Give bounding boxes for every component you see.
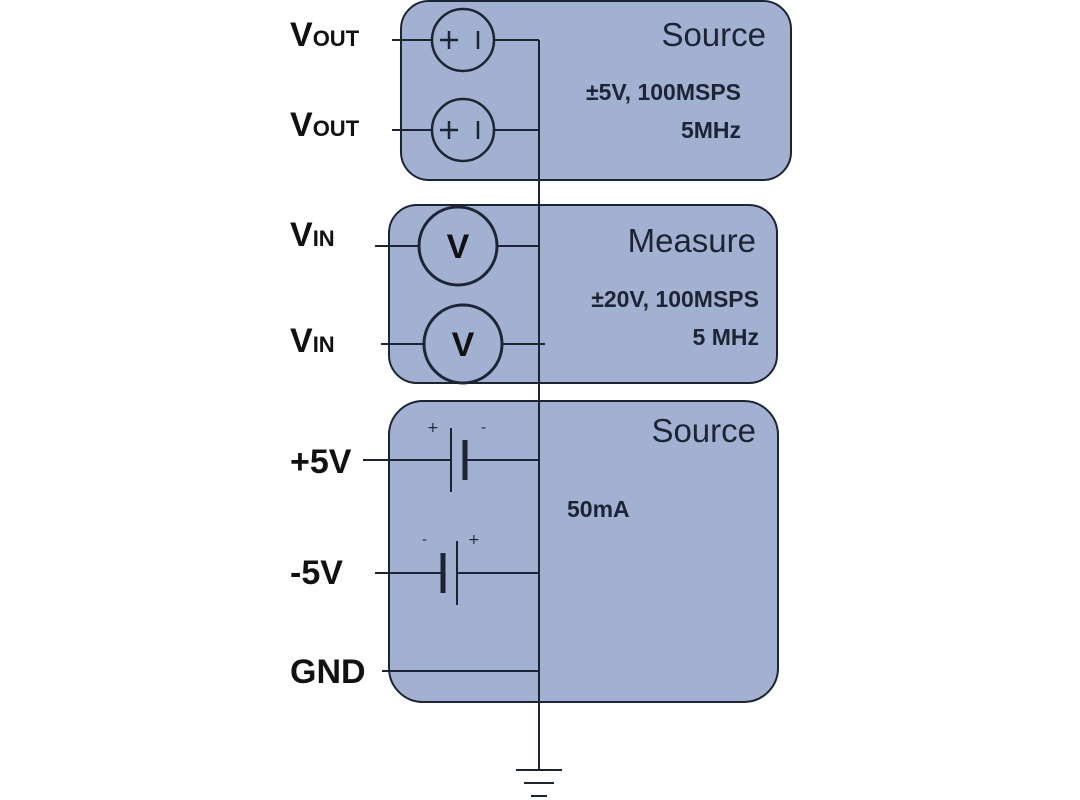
- vout-2-subscript: OUT: [313, 116, 360, 141]
- vout-1-label: VOUT: [290, 16, 360, 54]
- vin-2-main: V: [290, 322, 313, 360]
- battery-plus-sign: +: [427, 420, 439, 436]
- vout-2-label: VOUT: [290, 106, 360, 144]
- voltmeter-icon: V: [417, 205, 499, 287]
- measure-title: Measure: [628, 222, 756, 259]
- gnd-label: GND: [290, 653, 366, 691]
- battery-icon: - +: [422, 532, 480, 605]
- vin-2-subscript: IN: [313, 332, 335, 357]
- battery-icon: + -: [427, 420, 486, 492]
- vout-1-main: V: [290, 16, 313, 54]
- battery-minus-sign: -: [422, 532, 427, 548]
- voltmeter-icon: V: [422, 303, 504, 385]
- supply-spec-current: 50mA: [567, 496, 630, 522]
- voltage-source-icon: [430, 7, 496, 73]
- minus-5v-label: -5V: [290, 554, 343, 592]
- vin-1-subscript: IN: [313, 226, 335, 251]
- plus-5v-label: +5V: [290, 443, 352, 481]
- supply-title: Source: [651, 412, 756, 449]
- vin-1-main: V: [290, 216, 313, 254]
- voltmeter-symbol: V: [447, 228, 470, 266]
- source-title: Source: [661, 16, 766, 53]
- supply-block: [388, 400, 779, 703]
- measure-spec-range: ±20V, 100MSPS: [591, 286, 759, 312]
- vout-2-main: V: [290, 106, 313, 144]
- battery-plus-sign: +: [468, 532, 480, 548]
- vin-1-label: VIN: [290, 216, 335, 254]
- ground-icon: [516, 769, 562, 797]
- vin-2-label: VIN: [290, 322, 335, 360]
- source-spec-range: ±5V, 100MSPS: [586, 79, 741, 105]
- vout-1-subscript: OUT: [313, 26, 360, 51]
- voltage-source-icon: [430, 97, 496, 163]
- voltmeter-symbol: V: [452, 326, 475, 364]
- battery-minus-sign: -: [481, 420, 486, 436]
- measure-spec-bandwidth: 5 MHz: [693, 324, 759, 350]
- source-block: [400, 0, 792, 181]
- source-spec-bandwidth: 5MHz: [681, 117, 741, 143]
